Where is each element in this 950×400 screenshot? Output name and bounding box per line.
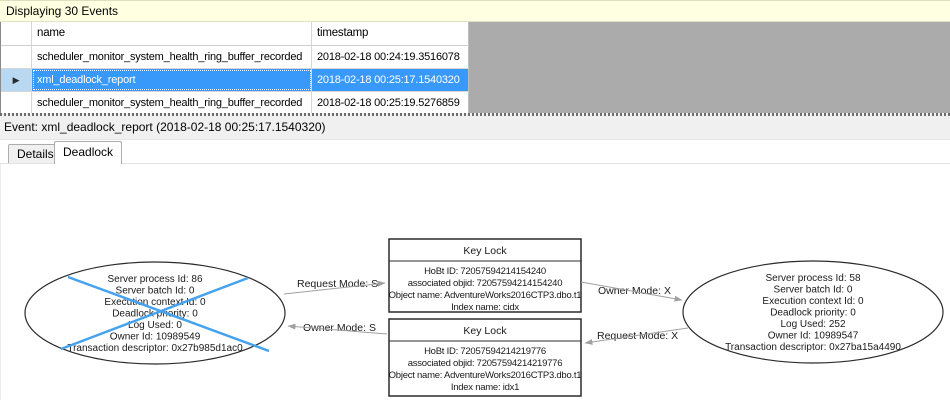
resource-attr: associated objid: 72057594214154240 (408, 278, 562, 289)
deadlock-graph: Server process Id: 86 Server batch Id: 0… (24, 238, 944, 397)
edge-request-x (584, 327, 689, 345)
column-header-name[interactable]: name (32, 22, 312, 45)
resource-node-bottom[interactable]: Key Lock HoBt ID: 72057594214219776 asso… (388, 318, 582, 397)
process-attr: Execution context Id: 0 (104, 297, 206, 308)
process-attr: Owner Id: 10989547 (768, 331, 859, 342)
deadlock-graph-panel: Server process Id: 86 Server batch Id: 0… (0, 164, 950, 400)
events-count-bar: Displaying 30 Events (0, 0, 950, 22)
column-header-timestamp[interactable]: timestamp (312, 22, 469, 45)
resource-attr: Index name: idx1 (451, 382, 519, 393)
row-indicator-cell[interactable] (1, 46, 32, 68)
resource-attr: Object name: AdventureWorks2016CTP3.dbo.… (389, 290, 582, 301)
row-indicator-cell[interactable]: ▶ (1, 69, 32, 91)
process-attr: Transaction descriptor: 0x27b985d1ac0 (67, 343, 243, 354)
tab-details[interactable]: Details (8, 144, 63, 163)
events-grid-zone: name timestamp scheduler_monitor_system_… (0, 22, 950, 114)
event-timestamp-cell[interactable]: 2018-02-18 00:25:17.1540320 (312, 69, 469, 91)
row-indicator-header-cell[interactable] (1, 22, 32, 45)
process-attr: Server process Id: 86 (107, 274, 202, 285)
edge-request-s (283, 280, 386, 295)
events-grid: name timestamp scheduler_monitor_system_… (0, 22, 469, 114)
resource-attr: associated objid: 72057594214219776 (408, 358, 562, 369)
process-attr: Deadlock priority: 0 (770, 308, 856, 319)
tab-deadlock[interactable]: Deadlock (54, 141, 123, 164)
event-timestamp-cell[interactable]: 2018-02-18 00:24:19.3516078 (312, 46, 469, 68)
resource-node-top[interactable]: Key Lock HoBt ID: 72057594214154240 asso… (388, 238, 582, 313)
grid-header-row: name timestamp (1, 22, 469, 46)
resource-attr: HoBt ID: 72057594214154240 (424, 266, 546, 277)
edge-owner-x (580, 281, 683, 302)
victim-cross-icon (60, 275, 270, 353)
process-attr: Transaction descriptor: 0x27ba15a4490 (725, 342, 901, 353)
process-attr: Log Used: 252 (780, 319, 845, 330)
edge-owner-s (287, 323, 388, 335)
selected-row-arrow-icon: ▶ (12, 75, 20, 85)
event-timestamp-cell[interactable]: 2018-02-18 00:25:19.5276859 (312, 92, 469, 114)
resource-attr: Index name: cidx (451, 302, 519, 313)
resource-title: Key Lock (463, 245, 507, 257)
row-indicator-cell[interactable] (1, 92, 32, 114)
process-attr: Server process Id: 58 (765, 273, 860, 284)
table-row[interactable]: scheduler_monitor_system_health_ring_buf… (1, 92, 469, 114)
process-attr: Owner Id: 10989549 (110, 332, 201, 343)
edge-lines (283, 280, 689, 345)
table-row[interactable]: scheduler_monitor_system_health_ring_buf… (1, 46, 469, 69)
process-node[interactable]: Server process Id: 58 Server batch Id: 0… (682, 260, 944, 364)
event-name-cell[interactable]: scheduler_monitor_system_health_ring_buf… (32, 92, 312, 114)
process-attr: Log Used: 0 (128, 320, 182, 331)
resource-title: Key Lock (463, 325, 507, 337)
edge-label-request-s: Request Mode: S (297, 278, 378, 290)
resource-attr: HoBt ID: 72057594214219776 (424, 346, 546, 357)
table-row-selected[interactable]: ▶ xml_deadlock_report 2018-02-18 00:25:1… (1, 69, 469, 92)
event-name-cell[interactable]: scheduler_monitor_system_health_ring_buf… (32, 46, 312, 68)
event-name-cell[interactable]: xml_deadlock_report (32, 69, 312, 91)
detail-tab-strip: Details Deadlock (0, 140, 950, 164)
edge-label-request-x: Request Mode: X (597, 330, 678, 342)
grid-splitter[interactable] (0, 113, 950, 116)
resource-attr: Object name: AdventureWorks2016CTP3.dbo.… (389, 370, 582, 381)
event-summary-bar: Event: xml_deadlock_report (2018-02-18 0… (0, 116, 950, 140)
edge-label-owner-s: Owner Mode: S (303, 322, 376, 334)
process-attr: Server batch Id: 0 (774, 285, 853, 296)
process-node-victim[interactable]: Server process Id: 86 Server batch Id: 0… (24, 261, 286, 365)
process-attr: Server batch Id: 0 (116, 286, 195, 297)
process-attr: Execution context Id: 0 (762, 296, 864, 307)
